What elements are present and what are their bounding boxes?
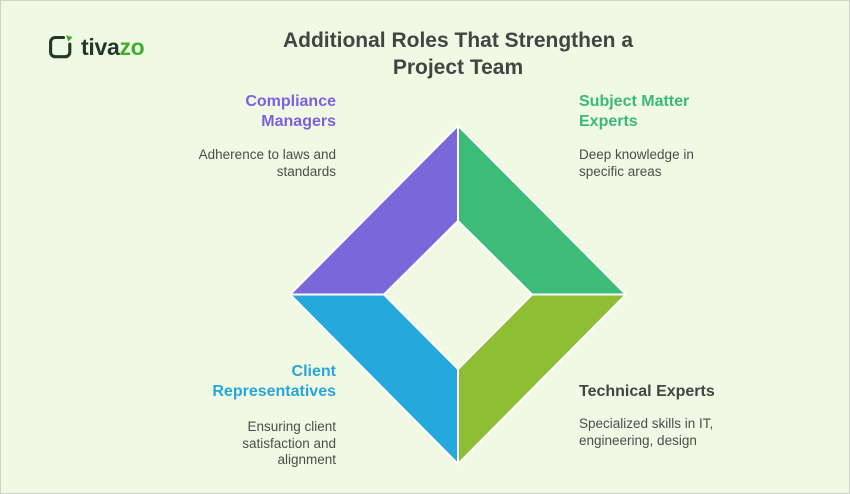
role-label: Technical Experts	[579, 383, 715, 400]
logo-icon	[49, 35, 73, 59]
role-client-representatives: Client Representatives Ensuring client s…	[136, 362, 336, 469]
role-subject-matter-experts: Subject Matter Experts Deep knowledge in…	[579, 92, 779, 180]
role-technical-experts: Technical Experts Specialized skills in …	[579, 382, 789, 449]
logo-text-prefix: tiva	[81, 34, 120, 60]
tivazo-logo: tivazo	[47, 34, 145, 61]
role-description: Deep knowledge in specific areas	[579, 147, 694, 179]
role-label: Compliance Managers	[245, 93, 336, 130]
role-label: Client Representatives	[212, 363, 336, 400]
role-description: Ensuring client satisfaction and alignme…	[242, 419, 336, 467]
logo-text-suffix: zo	[119, 34, 145, 60]
page-title: Additional Roles That Strengthen a Proje…	[282, 29, 634, 79]
logo-wordmark: tivazo	[81, 34, 145, 61]
segment-technical-experts	[457, 293, 627, 465]
role-compliance-managers: Compliance Managers Adherence to laws an…	[146, 92, 336, 180]
role-label: Subject Matter Experts	[579, 93, 690, 130]
role-description: Specialized skills in IT, engineering, d…	[579, 416, 714, 448]
role-description: Adherence to laws and standards	[198, 147, 336, 179]
